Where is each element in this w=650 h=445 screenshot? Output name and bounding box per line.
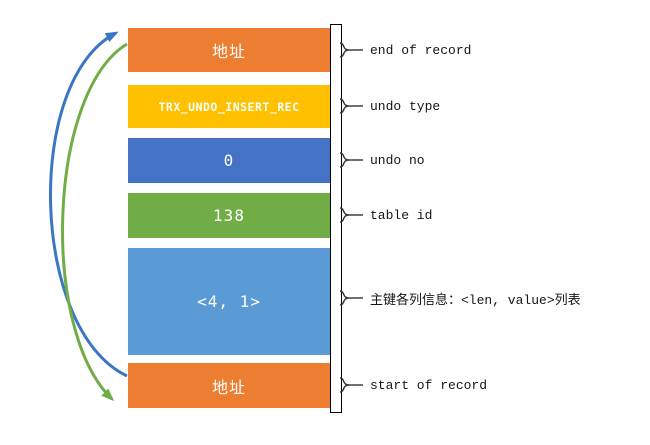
label-text: end of record xyxy=(370,42,472,58)
field-value: 地址 xyxy=(211,42,246,61)
field-value: 138 xyxy=(213,206,245,225)
label-text: undo type xyxy=(370,98,441,114)
record-side-strip xyxy=(330,24,342,413)
field-box-undo-type: TRX_UNDO_INSERT_REC xyxy=(128,85,330,128)
field-box-end-address: 地址 xyxy=(128,28,330,72)
field-box-table-id: 138 xyxy=(128,193,330,238)
brace-connector-icon xyxy=(339,207,363,223)
brace-connector-icon xyxy=(339,98,363,114)
label-text: undo no xyxy=(370,152,425,168)
brace-connector-icon xyxy=(339,42,363,58)
label-text: table id xyxy=(370,207,433,223)
green-arrow xyxy=(61,42,128,402)
label-undo-no: undo no xyxy=(338,150,425,170)
field-box-undo-no: 0 xyxy=(128,138,330,183)
field-value: 0 xyxy=(223,151,235,170)
brace-connector-icon xyxy=(339,152,363,168)
label-undo-type: undo type xyxy=(338,96,440,116)
field-value: <4, 1> xyxy=(197,292,261,311)
label-primary-key-info: 主键各列信息：<len, value>列表 xyxy=(338,288,581,308)
brace-connector-icon xyxy=(339,290,363,306)
field-box-start-address: 地址 xyxy=(128,363,330,408)
field-box-primary-key-info: <4, 1> xyxy=(128,248,330,355)
field-value: 地址 xyxy=(211,377,246,397)
field-value: TRX_UNDO_INSERT_REC xyxy=(158,99,300,114)
label-start-of-record: start of record xyxy=(338,375,487,395)
label-text: start of record xyxy=(370,377,488,393)
label-end-of-record: end of record xyxy=(338,40,471,60)
brace-connector-icon xyxy=(339,377,363,393)
blue-arrow xyxy=(49,31,128,378)
label-text: 主键各列信息：<len, value>列表 xyxy=(370,292,581,308)
label-table-id: table id xyxy=(338,205,432,225)
